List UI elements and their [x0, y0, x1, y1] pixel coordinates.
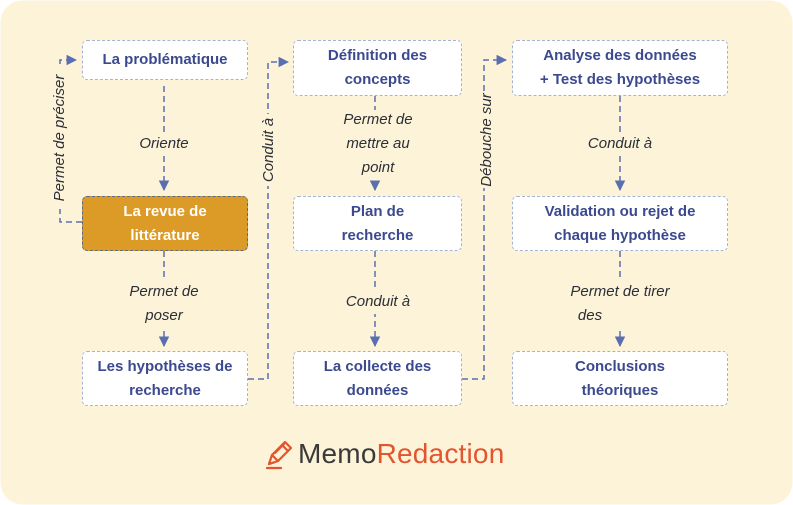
connector-debouche-sur [462, 54, 508, 380]
edge-label-oriente-text: Oriente [139, 135, 189, 152]
edge-label-permet-poser: Permet de poser [104, 280, 224, 328]
edge-label-permet-poser-line1: Permet de [129, 283, 199, 300]
node-definition-line1: Définition des [327, 47, 428, 64]
node-analyse-line2: + Test des hypothèses [539, 71, 701, 88]
edge-label-oriente: Oriente [104, 132, 224, 156]
node-conclusions-line1: Conclusions [574, 357, 665, 375]
edge-label-permet-poser-line2: poser [145, 307, 183, 324]
node-conclusions-theoriques: Conclusions théoriques [512, 351, 728, 406]
node-analyse-donnees: Analyse des données + Test des hypothèse… [512, 40, 728, 96]
node-problematique-label: La problématique [102, 51, 228, 68]
logo-text-memo: Memo [298, 438, 377, 469]
edge-label-debouche-sur: Débouche sur [477, 92, 497, 188]
node-analyse-line1: Analyse des données [543, 47, 697, 64]
edge-label-conduit-a-analyse-text: Conduit à [587, 135, 653, 152]
edge-label-permet-mettre-line2: mettre au [346, 135, 410, 152]
connector-conduit-a-vertical [248, 56, 290, 380]
node-conclusions-line2: théoriques [581, 381, 659, 399]
node-validation-line2: chaque hypothèse [554, 226, 686, 244]
node-definition-concepts: Définition des concepts [293, 40, 462, 96]
edge-label-permet-preciser: Permet de préciser [50, 67, 70, 209]
node-plan-recherche: Plan de recherche [293, 196, 462, 251]
node-collecte-line2: données [346, 381, 409, 399]
edge-label-permet-mettre-line1: Permet de [343, 111, 413, 128]
edge-label-conduit-a-analyse: Conduit à [560, 132, 680, 156]
edge-label-permet-tirer-line1: Permet de tirer [570, 283, 670, 300]
edge-label-conduit-a-vertical-text: Conduit à [260, 117, 277, 183]
node-revue-line1: La revue de [123, 202, 207, 220]
edge-label-permet-mettre-line3: point [361, 159, 395, 176]
edge-label-conduit-a-plan: Conduit à [318, 290, 438, 314]
edge-label-permet-preciser-text: Permet de préciser [51, 74, 68, 202]
edge-label-permet-mettre: Permet de mettre au point [318, 108, 438, 180]
node-collecte-line1: La collecte des [323, 357, 432, 375]
node-validation-rejet: Validation ou rejet de chaque hypothèse [512, 196, 728, 251]
node-plan-line2: recherche [341, 226, 414, 244]
node-problematique: La problématique [82, 40, 248, 80]
edge-label-permet-tirer-line2: des [577, 307, 603, 324]
node-validation-line1: Validation ou rejet de [544, 202, 696, 220]
node-hypotheses-line2: recherche [129, 381, 201, 399]
edge-label-conduit-a-vertical: Conduit à [259, 114, 279, 186]
edge-label-conduit-a-plan-text: Conduit à [345, 293, 411, 310]
node-revue-litterature: La revue de littérature [82, 196, 248, 251]
node-definition-line2: concepts [344, 71, 411, 88]
node-hypotheses-line1: Les hypothèses de [97, 357, 233, 375]
node-collecte-donnees: La collecte des données [293, 351, 462, 406]
pencil-icon [265, 440, 293, 470]
edge-label-permet-tirer: Permet de tirer des [545, 280, 695, 328]
edge-label-debouche-sur-text: Débouche sur [478, 93, 495, 187]
node-hypotheses: Les hypothèses de recherche [82, 351, 248, 406]
logo-text-redaction: Redaction [376, 438, 505, 469]
node-plan-line1: Plan de [350, 202, 405, 220]
node-revue-line2: littérature [130, 226, 200, 244]
